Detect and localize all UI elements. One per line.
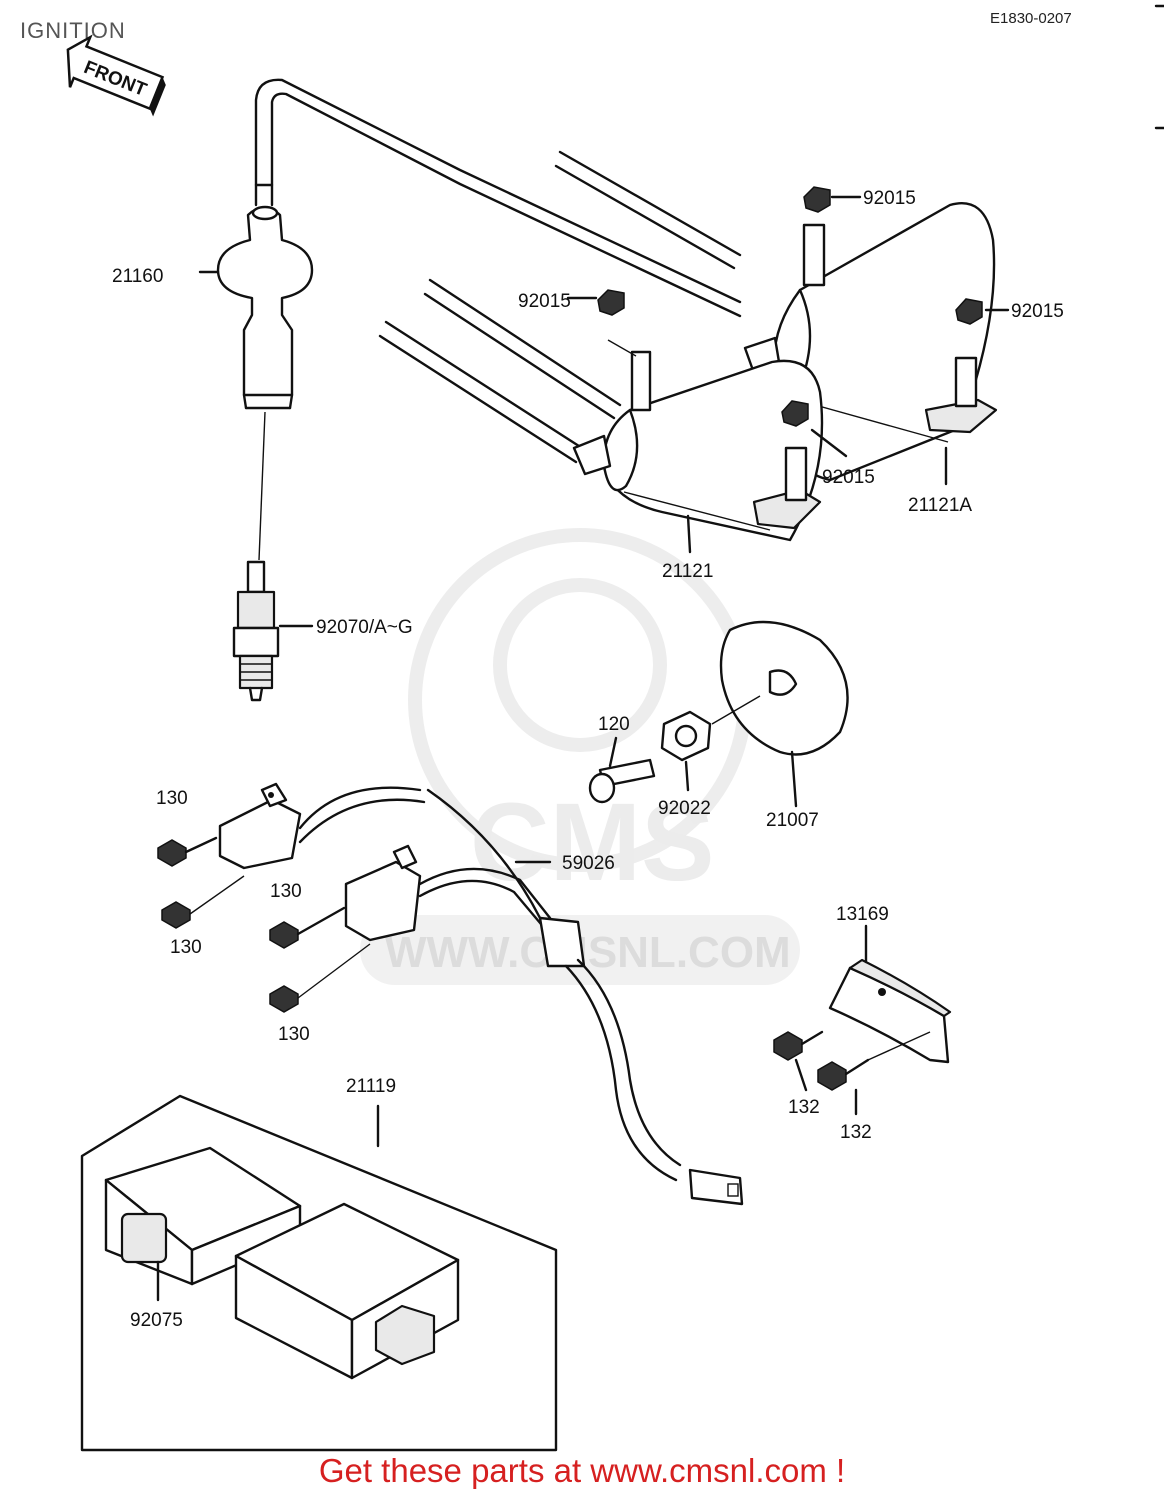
front-arrow-icon: FRONT [66, 34, 166, 117]
callout-130-b: 130 [270, 881, 302, 902]
cms-watermark: CMS WWW.CMSNL.COM [360, 528, 800, 985]
spark-plug-92070 [232, 560, 314, 702]
watermark-brand: CMS [470, 781, 714, 904]
callout-92015-left: 92015 [518, 291, 571, 312]
callout-92015-right: 92015 [1011, 301, 1064, 322]
diagram-code: E1830-0207 [990, 10, 1072, 27]
callout-92070: 92070/A~G [316, 617, 413, 638]
callout-130-c: 130 [170, 937, 202, 958]
bracket-13169 [773, 924, 952, 1116]
pickup-coil-lower [269, 788, 744, 1206]
callout-59026: 59026 [562, 853, 615, 874]
callout-132-a: 132 [788, 1097, 820, 1118]
diagram-title: IGNITION [20, 18, 126, 43]
callout-92015-mid: 92015 [822, 467, 875, 488]
callout-21119: 21119 [346, 1076, 396, 1097]
callout-21007: 21007 [766, 810, 819, 831]
plug-cap-21160 [198, 78, 742, 410]
callout-130-d: 130 [278, 1024, 310, 1045]
callout-92022: 92022 [658, 798, 711, 819]
ignition-coil-21121 [378, 278, 848, 554]
pickup-coil-upper [157, 782, 426, 929]
callout-132-b: 132 [840, 1122, 872, 1143]
callout-21160: 21160 [112, 266, 163, 287]
promo-link[interactable]: Get these parts at www.cmsnl.com ! [318, 1452, 846, 1489]
callout-120: 120 [598, 714, 630, 735]
callout-21121: 21121 [662, 561, 713, 582]
callout-130-a: 130 [156, 788, 188, 809]
callout-92015-top: 92015 [863, 188, 916, 209]
plate-21007 [588, 620, 849, 808]
cdi-unit-21119 [80, 1094, 558, 1452]
callout-13169: 13169 [836, 904, 889, 925]
callout-92075: 92075 [130, 1310, 183, 1331]
callout-21121A: 21121A [908, 495, 972, 516]
